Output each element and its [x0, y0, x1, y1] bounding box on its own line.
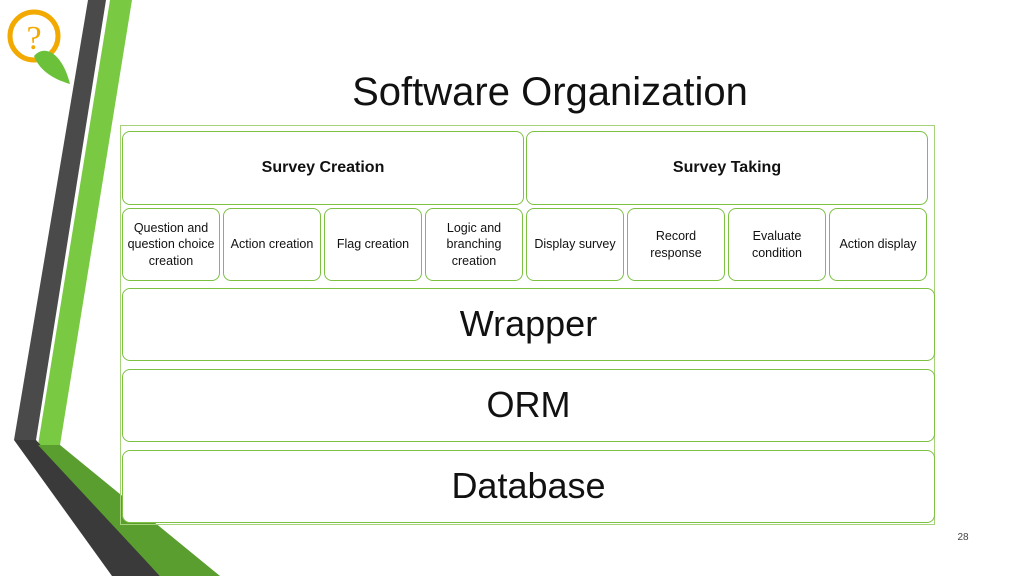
leaf-icon	[34, 50, 70, 84]
module-box: Question and question choice creation	[122, 208, 220, 281]
module-box: Flag creation	[324, 208, 422, 281]
module-box: Action display	[829, 208, 927, 281]
dark-stripe	[14, 0, 106, 440]
module-box: Display survey	[526, 208, 624, 281]
layer-orm: ORM	[122, 369, 935, 442]
logo-question-mark: ?	[26, 20, 41, 57]
module-box: Logic and branching creation	[425, 208, 523, 281]
group-header-survey-taking: Survey Taking	[526, 131, 928, 205]
group-header-survey-creation: Survey Creation	[122, 131, 524, 205]
green-stripe	[38, 0, 132, 445]
slide-title: Software Organization	[352, 70, 748, 114]
module-box: Evaluate condition	[728, 208, 826, 281]
module-box: Action creation	[223, 208, 321, 281]
dark-corner-shape	[14, 440, 160, 576]
module-box: Record response	[627, 208, 725, 281]
layer-database: Database	[122, 450, 935, 523]
layer-wrapper: Wrapper	[122, 288, 935, 361]
question-mark-leaf-logo: ?	[7, 9, 70, 84]
page-number: 28	[957, 532, 969, 543]
